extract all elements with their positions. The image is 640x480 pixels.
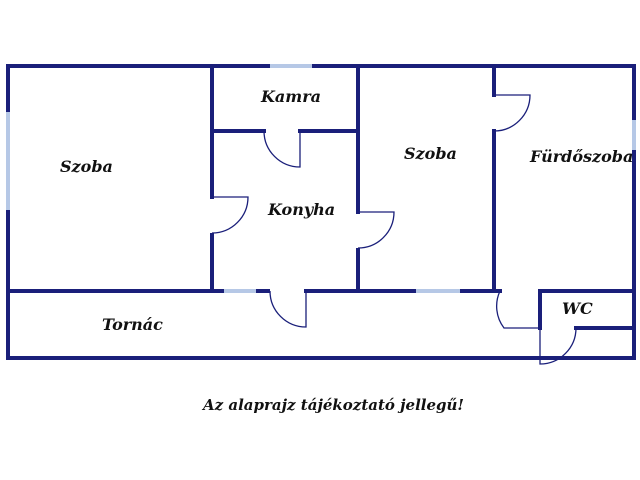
door-furdoszoba-tornac xyxy=(496,290,540,329)
interior-walls xyxy=(6,64,636,330)
door-konyha-szoba xyxy=(357,211,395,249)
doors xyxy=(211,94,577,365)
room-label-wc: WC xyxy=(562,299,593,318)
door-szoba-furdoszoba xyxy=(493,94,531,132)
room-label-furdoszoba: Fürdőszoba xyxy=(529,147,633,166)
room-label-tornac: Tornác xyxy=(102,315,163,334)
windows xyxy=(6,64,636,293)
door-szoba-konyha xyxy=(211,196,249,234)
door-konyha-tornac xyxy=(269,290,307,328)
room-label-szoba-left: Szoba xyxy=(60,157,113,176)
outer-walls xyxy=(6,64,636,360)
disclaimer-note: Az alaprajz tájékoztató jellegű! xyxy=(201,396,464,414)
door-kamra-konyha xyxy=(263,130,301,168)
room-label-konyha: Konyha xyxy=(267,200,335,219)
door-wc xyxy=(539,327,577,365)
room-label-kamra: Kamra xyxy=(260,87,321,106)
room-label-szoba-middle: Szoba xyxy=(404,144,457,163)
